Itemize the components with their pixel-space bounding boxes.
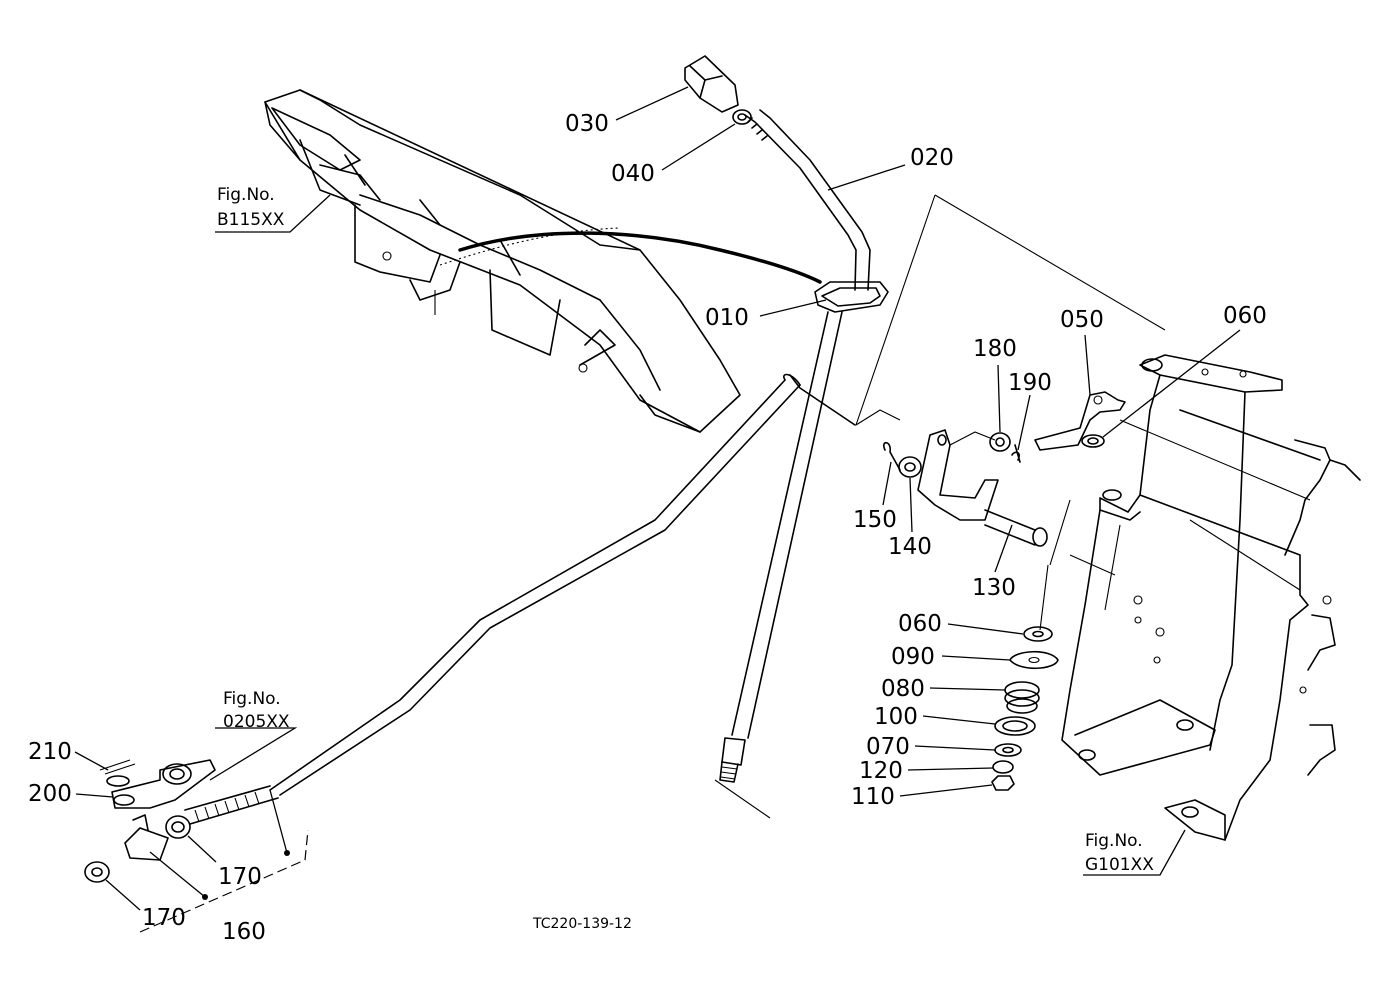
throttle-cable [458, 231, 822, 284]
part-label-080: 080 [881, 676, 925, 702]
clamp-assembly [84, 759, 216, 883]
part-label-170-left: 170 [142, 905, 186, 931]
part-label-210: 210 [28, 739, 72, 765]
part-label-180: 180 [973, 336, 1017, 362]
part-label-130: 130 [972, 575, 1016, 601]
part-label-200: 200 [28, 781, 72, 807]
washer-140 [898, 456, 922, 478]
linkage-rod [184, 373, 856, 825]
part-label-020: 020 [910, 145, 954, 171]
throttle-lever [684, 55, 871, 291]
lever-guide-010 [814, 281, 889, 313]
part-labels: 030 040 020 010 050 060 180 190 150 140 … [28, 111, 1267, 945]
part-label-110: 110 [851, 784, 895, 810]
fig-ref-label-g101: Fig.No. [1085, 831, 1143, 851]
frame-bracket [1061, 354, 1361, 841]
pin-150 [883, 441, 901, 471]
bell-crank-130 [917, 429, 1048, 547]
part-label-060-upper: 060 [1223, 303, 1267, 329]
part-label-160: 160 [222, 919, 266, 945]
fig-ref-label-b115: Fig.No. [217, 185, 275, 205]
part-label-070: 070 [866, 734, 910, 760]
bracket-160 [139, 829, 309, 933]
figure-references: Fig.No. B115XX Fig.No. 0205XX Fig.No. G1… [217, 185, 1154, 875]
fig-ref-code-b115: B115XX [217, 210, 285, 230]
part-label-060-lower: 060 [898, 611, 942, 637]
part-label-040: 040 [611, 161, 655, 187]
part-label-120: 120 [859, 758, 903, 784]
washer-180 [989, 432, 1011, 452]
part-label-140: 140 [888, 534, 932, 560]
part-label-050: 050 [1060, 307, 1104, 333]
leader-lines [74, 86, 1241, 911]
fig-ref-code-g101: G101XX [1085, 855, 1154, 875]
part-label-150: 150 [853, 507, 897, 533]
part-label-190: 190 [1008, 370, 1052, 396]
part-label-010: 010 [705, 305, 749, 331]
part-label-100: 100 [874, 704, 918, 730]
part-label-170-right: 170 [218, 864, 262, 890]
fig-ref-label-0205: Fig.No. [223, 689, 281, 709]
drawing-code: TC220-139-12 [532, 916, 632, 932]
part-label-090: 090 [891, 644, 935, 670]
pin-190 [1011, 444, 1021, 463]
link-050 [1034, 391, 1126, 451]
assembly-frame-outline [714, 194, 1166, 819]
control-rod-vertical [719, 311, 843, 783]
spring-stack [991, 499, 1071, 791]
dashboard-panel-outline [264, 89, 741, 433]
fig-ref-code-0205: 0205XX [223, 712, 290, 732]
part-label-030: 030 [565, 111, 609, 137]
